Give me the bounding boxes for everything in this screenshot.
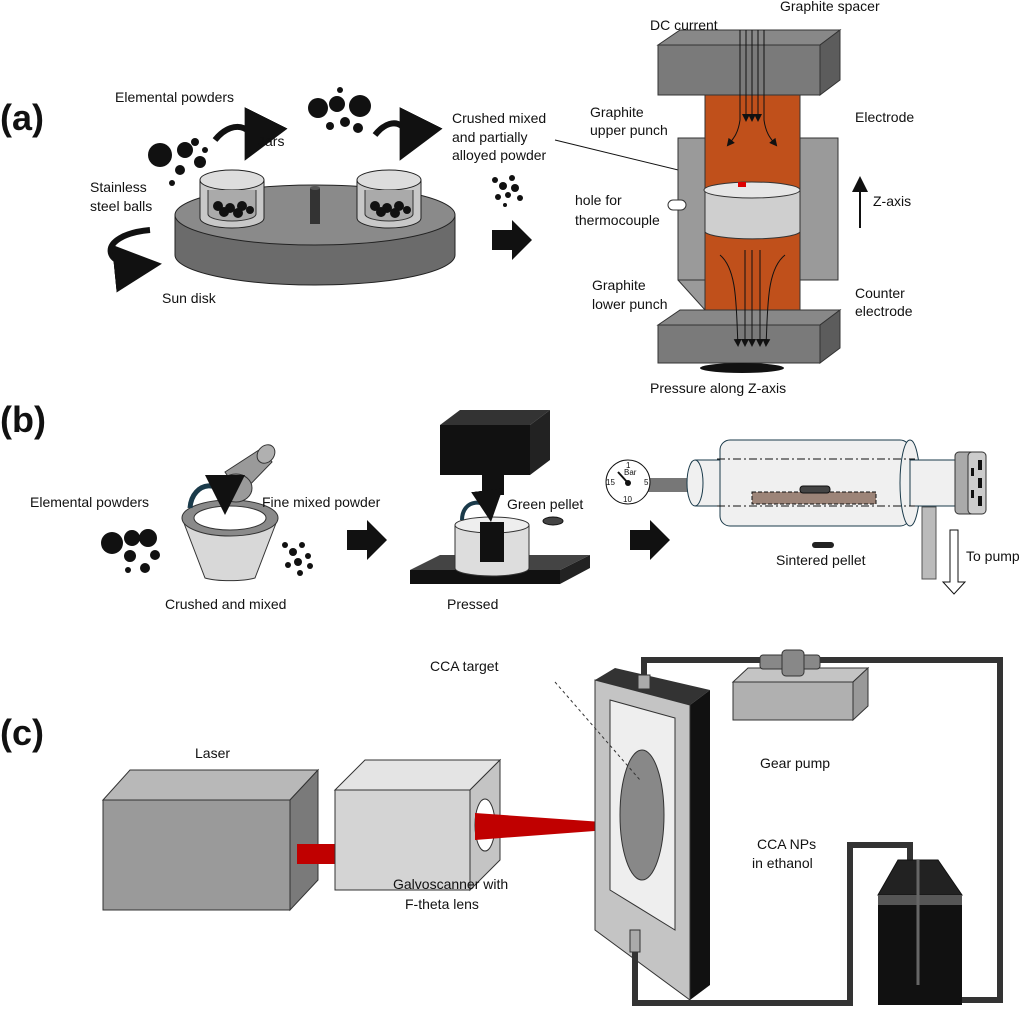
label-cca-nps-2: in ethanol: [752, 855, 813, 871]
label-sun-disk: Sun disk: [162, 290, 217, 306]
label-upper-punch-1: Graphite: [590, 104, 644, 120]
sps-apparatus: [656, 29, 868, 373]
label-upper-punch-2: upper punch: [590, 122, 668, 138]
rotation-arrow-icon: [107, 107, 443, 293]
powder-cluster-icon: [148, 87, 523, 207]
label-galvo-2: F-theta lens: [405, 896, 479, 912]
label-stainless: Stainless: [90, 179, 147, 195]
label-dc-current: DC current: [650, 17, 718, 33]
gauge-unit: Bar: [624, 468, 637, 477]
gauge-tick: 10: [623, 495, 632, 504]
panel-a: (a) Elemental powder: [0, 0, 914, 396]
pressure-gauge: 1 5 10 15 Bar: [605, 459, 696, 505]
target-chamber: [554, 668, 710, 1001]
label-graphite-spacer: Graphite spacer: [780, 0, 880, 14]
label-elemental-powders-b: Elemental powders: [30, 494, 149, 510]
label-z-axis: Z-axis: [873, 193, 911, 209]
label-crushed-2: and partially: [452, 129, 528, 145]
label-to-pump: To pump: [966, 548, 1020, 564]
panel-b: (b) Elemental powders Fine mixed powder …: [0, 399, 1020, 612]
label-cca-nps-1: CCA NPs: [757, 836, 816, 852]
jar-left: [199, 169, 265, 229]
process-arrow-icon: [630, 520, 670, 560]
panel-b-label: (b): [0, 399, 46, 440]
panel-a-label: (a): [0, 97, 44, 138]
beaker: [877, 859, 963, 1005]
label-sintered-pellet: Sintered pellet: [776, 552, 866, 568]
label-counter-1: Counter: [855, 285, 905, 301]
jar-right: [356, 169, 422, 229]
down-arrow-icon: [941, 529, 967, 595]
label-steel-balls: steel balls: [90, 198, 152, 214]
label-hole-2: thermocouple: [575, 212, 660, 228]
gauge-tick: 1: [626, 461, 631, 470]
process-arrow-icon: [492, 220, 532, 260]
label-lower-punch-2: lower punch: [592, 296, 668, 312]
tube-furnace: [686, 439, 987, 595]
label-laser: Laser: [195, 745, 230, 761]
label-galvo-1: Galvoscanner with: [393, 876, 508, 892]
label-pressure: Pressure along Z-axis: [650, 380, 786, 396]
label-counter-2: electrode: [855, 303, 913, 319]
panel-c-label: (c): [0, 712, 44, 753]
label-lower-punch-1: Graphite: [592, 277, 646, 293]
panel-c: (c) Laser Galvoscanner with F-theta lens: [0, 649, 1003, 1006]
focused-beam: [475, 813, 660, 840]
label-cca-target: CCA target: [430, 658, 499, 674]
mortar-and-pestle: [181, 444, 279, 582]
label-crushed-1: Crushed mixed: [452, 110, 546, 126]
label-crushed-3: alloyed powder: [452, 147, 547, 163]
label-fine-mixed-powder: Fine mixed powder: [262, 494, 381, 510]
label-hole-1: hole for: [575, 192, 622, 208]
laser-box: [101, 768, 320, 912]
gauge-tick: 5: [644, 478, 649, 487]
label-gear-pump: Gear pump: [760, 755, 830, 771]
label-electrode: Electrode: [855, 109, 914, 125]
label-elemental-powders: Elemental powders: [115, 89, 234, 105]
gear-pump: [731, 649, 870, 722]
gauge-tick: 15: [606, 478, 615, 487]
label-pressed: Pressed: [447, 596, 498, 612]
powder-cluster-icon: [101, 529, 313, 576]
label-green-pellet: Green pellet: [507, 496, 583, 512]
label-jars: Jars: [258, 133, 284, 149]
process-arrow-icon: [347, 520, 387, 560]
press: [410, 410, 590, 584]
label-crushed-and-mixed: Crushed and mixed: [165, 596, 286, 612]
